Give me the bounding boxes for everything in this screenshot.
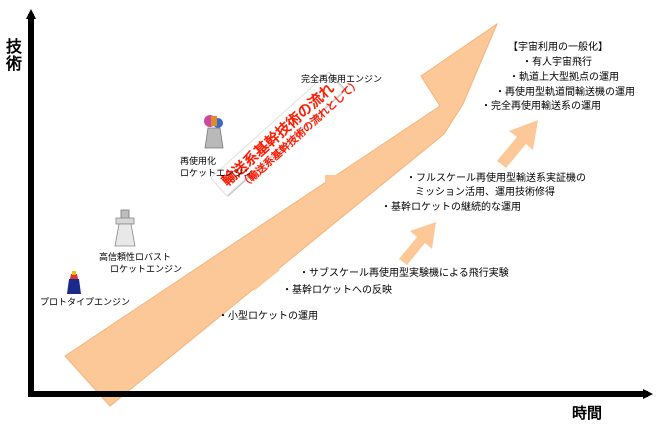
milestone-fullscale-line3: ・基幹ロケットの継続的な運用	[381, 202, 521, 213]
space-use-item: ・軌道上大型拠点の運用	[509, 72, 619, 83]
branch-arrow-small-rocket	[170, 309, 214, 325]
reliable-engine-icon	[114, 209, 136, 247]
main-progress-arrow	[64, 22, 499, 407]
space-use-header: 【宇宙利用の一般化】	[508, 42, 608, 53]
milestone-subscale-line2: ・基幹ロケットへの反映	[282, 285, 392, 296]
milestone-fullscale-line1: ・フルスケール再使用型輸送系実証機の	[406, 173, 586, 184]
x-axis-label: 時間	[572, 404, 603, 422]
reusable-engine-label-line1: 再使用化	[180, 157, 217, 167]
y-axis-label: 技術	[3, 38, 22, 72]
branch-arrow-subscale	[220, 249, 280, 291]
branch-arrow-fullscale	[325, 163, 378, 203]
reusable-engine-label-line2: ロケットエンジン	[180, 169, 253, 179]
space-use-item: ・完全再使用輸送系の運用	[481, 101, 601, 112]
milestone-subscale-line1: ・サブスケール再使用型実験機による飛行実験	[299, 268, 509, 279]
reliable-engine-label-line2: ロケットエンジン	[110, 265, 183, 275]
prototype-engine-icon	[67, 271, 81, 294]
space-use-item: ・有人宇宙飛行	[522, 57, 592, 68]
up-arrow-to-space-use	[497, 120, 538, 168]
reusable-engine-icon	[204, 115, 224, 149]
milestone-small-rocket: ・小型ロケットの運用	[218, 311, 318, 322]
fully-reusable-engine-label: 完全再使用エンジン	[301, 75, 383, 85]
up-arrow-to-fullscale	[399, 222, 436, 265]
space-use-item: ・再使用型軌道間輸送機の運用	[495, 87, 635, 98]
prototype-engine-label: プロトタイプエンジン	[40, 298, 131, 308]
reliable-engine-label-line1: 高信頼性ロバスト	[99, 253, 172, 263]
milestone-fullscale-line2: ミッション活用、運用技術修得	[415, 187, 555, 198]
